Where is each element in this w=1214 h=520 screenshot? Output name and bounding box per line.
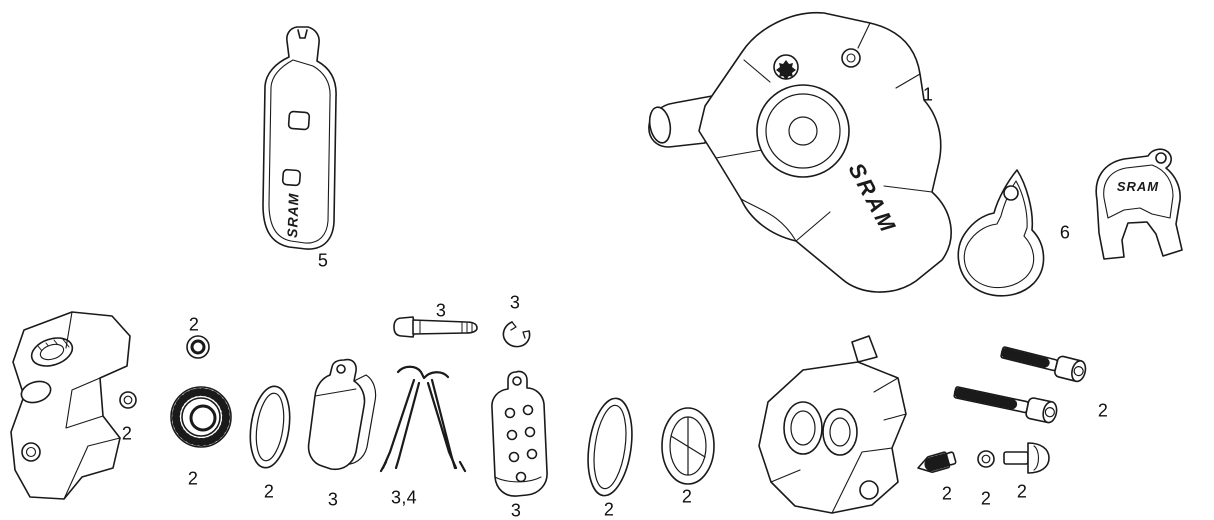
part-pad-pin: [393, 316, 478, 338]
part-mount-bolt-upper: [1000, 346, 1087, 383]
part-caliper-half-right: [758, 335, 907, 514]
callout-brake-pad-right: 3: [510, 500, 522, 520]
callout-piston-right: 2: [681, 486, 693, 507]
part-brake-pad-left: [307, 358, 377, 471]
callout-pad-pin: 3: [435, 300, 447, 321]
part-washer-right: [977, 450, 995, 468]
callout-washer-right: 2: [980, 488, 992, 509]
callout-washer-left: 2: [121, 423, 133, 444]
callout-pad-shield: 5: [317, 250, 329, 271]
part-washer-left: [119, 391, 137, 409]
part-piston-right: [661, 407, 715, 485]
callout-oring-right: 2: [603, 499, 615, 520]
part-brake-pad-right: [491, 370, 548, 497]
callout-mount-bracket: 6: [1059, 222, 1071, 243]
part-caliper-assembly: SRAM: [648, 11, 952, 293]
part-bleed-screw: [917, 451, 957, 473]
callout-caliper-assembly: 1: [922, 84, 934, 105]
part-caliper-gasket: [957, 169, 1045, 297]
callout-bleed-screw: 2: [941, 483, 953, 504]
part-oring-right: [587, 397, 633, 497]
part-caliper-half-left: [10, 311, 131, 500]
callout-mount-bolts: 2: [1097, 400, 1109, 421]
part-pad-spring: [379, 365, 467, 473]
part-pin-clip: [502, 321, 531, 348]
piston-bore: [756, 84, 850, 178]
callout-pin-clip: 3: [509, 292, 521, 313]
part-pad-shield: SRAM: [262, 26, 337, 250]
part-mount-bracket: SRAM: [1095, 148, 1183, 260]
part-piston-left: [170, 386, 232, 448]
callout-seal-nut-top: 2: [188, 314, 200, 335]
part-mount-bolt-lower: [953, 386, 1058, 424]
callout-banjo-bolt: 2: [1016, 481, 1028, 502]
brand-text-shield: SRAM: [284, 192, 302, 238]
callout-brake-pad-left: 3: [327, 489, 339, 510]
callout-pad-spring: 3,4: [391, 487, 417, 508]
shield-hole-upper: [287, 110, 311, 131]
part-oring-left: [249, 385, 291, 469]
shield-hole-lower: [281, 168, 301, 187]
brand-text-bracket: SRAM: [1117, 179, 1159, 194]
part-banjo-bolt: [1003, 442, 1050, 474]
callout-piston-left: 2: [187, 468, 199, 489]
callout-oring-left: 2: [263, 481, 275, 502]
part-seal-nut-top: [186, 335, 210, 359]
